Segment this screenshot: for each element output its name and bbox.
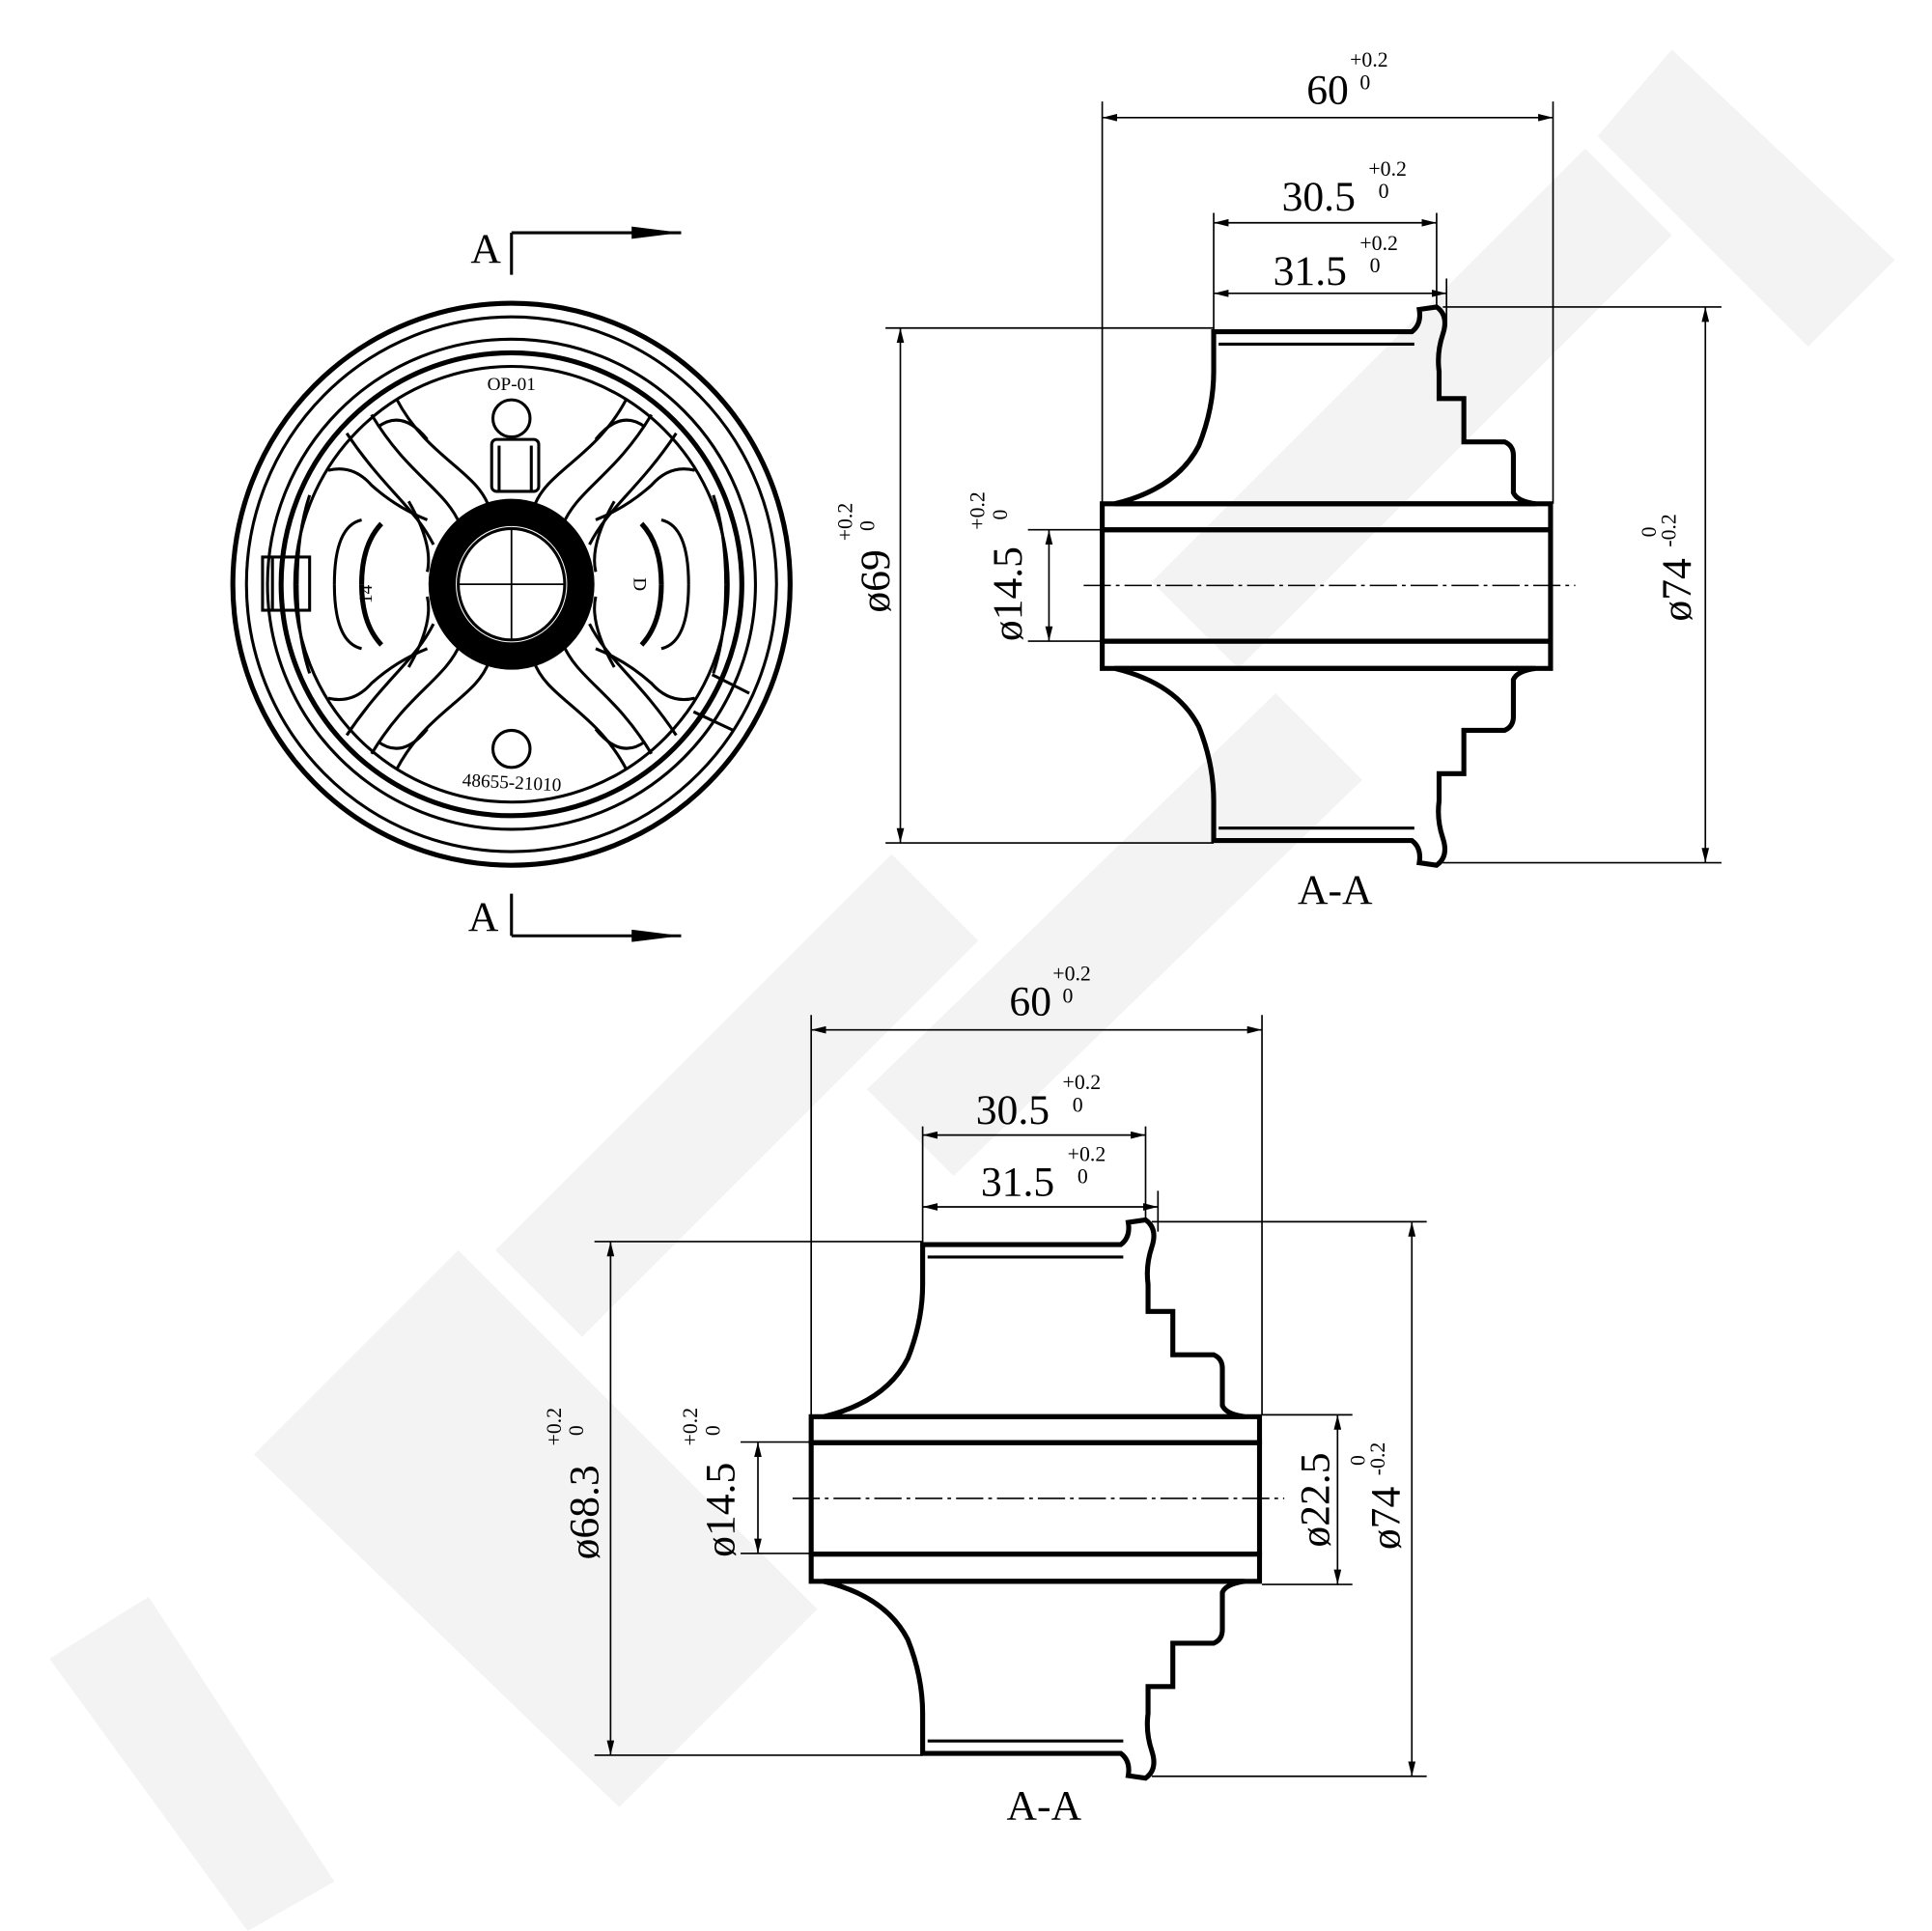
tol-lower: 0 — [701, 1425, 724, 1436]
tol-lower: 0 — [1359, 70, 1370, 94]
label-14: 14 — [356, 584, 377, 603]
front-view: A A — [230, 226, 793, 942]
section-title: A-A — [1298, 867, 1373, 913]
label-d: D — [630, 577, 650, 591]
dim-flange-dia: ø74 — [1654, 558, 1700, 622]
dim-tube-dia: ø22.5 — [1292, 1452, 1338, 1547]
tol-upper: +0.2 — [1350, 48, 1388, 71]
dim-inner-length-a: 30.5 — [976, 1087, 1050, 1133]
tol-lower: -0.2 — [1366, 1442, 1389, 1476]
tol-lower: 0 — [989, 509, 1012, 519]
tol-lower: 0 — [1379, 180, 1389, 203]
tol-lower: 0 — [1073, 1093, 1083, 1116]
tol-upper: 0 — [1638, 526, 1661, 537]
tol-upper: +0.2 — [1052, 962, 1091, 985]
dim-bore-dia: ø14.5 — [985, 546, 1031, 641]
dim-body-dia: ø69 — [853, 549, 899, 612]
dim-body-dia: ø68.3 — [562, 1465, 608, 1559]
tol-upper: +0.2 — [966, 491, 990, 530]
left-lobes — [295, 398, 491, 771]
watermark-logo — [49, 49, 1895, 1931]
dim-overall-length: 60 — [1009, 978, 1051, 1024]
section-marker-top: A — [470, 226, 501, 272]
dim-flange-dia: ø74 — [1362, 1487, 1409, 1551]
tol-lower: -0.2 — [1657, 514, 1680, 547]
tol-upper: 0 — [1347, 1455, 1370, 1466]
tol-upper: +0.2 — [1068, 1143, 1106, 1166]
tol-upper: +0.2 — [543, 1408, 566, 1446]
right-lobes — [532, 398, 728, 771]
section-view-2: 60 +0.2 0 30.5 +0.2 0 31.5 +0.2 0 ø68.3 … — [543, 962, 1427, 1830]
tol-upper: +0.2 — [833, 503, 856, 542]
tol-upper: +0.2 — [1359, 232, 1398, 255]
tol-lower: 0 — [856, 520, 880, 531]
label-part-number: 48655-21010 — [462, 770, 561, 796]
dim-inner-length-b: 31.5 — [1274, 248, 1347, 294]
dim-inner-length-a: 30.5 — [1282, 174, 1356, 220]
dim-overall-length: 60 — [1306, 68, 1349, 114]
center-ring — [428, 498, 595, 670]
tol-lower: 0 — [1078, 1165, 1088, 1189]
tol-lower: 0 — [1370, 254, 1381, 277]
section-marker-bottom: A — [468, 894, 499, 940]
tol-lower: 0 — [1063, 984, 1074, 1007]
dim-inner-length-b: 31.5 — [981, 1159, 1054, 1205]
tol-upper: +0.2 — [1063, 1071, 1102, 1094]
section-view-1: 60 +0.2 0 30.5 +0.2 0 31.5 +0.2 0 ø69 +0… — [833, 48, 1722, 913]
tol-lower: 0 — [565, 1425, 588, 1436]
section-title: A-A — [1007, 1783, 1082, 1830]
dim-bore-dia: ø14.5 — [698, 1463, 744, 1557]
tol-upper: +0.2 — [679, 1408, 702, 1446]
tol-upper: +0.2 — [1368, 157, 1407, 181]
label-op-01: OP-01 — [488, 375, 536, 395]
